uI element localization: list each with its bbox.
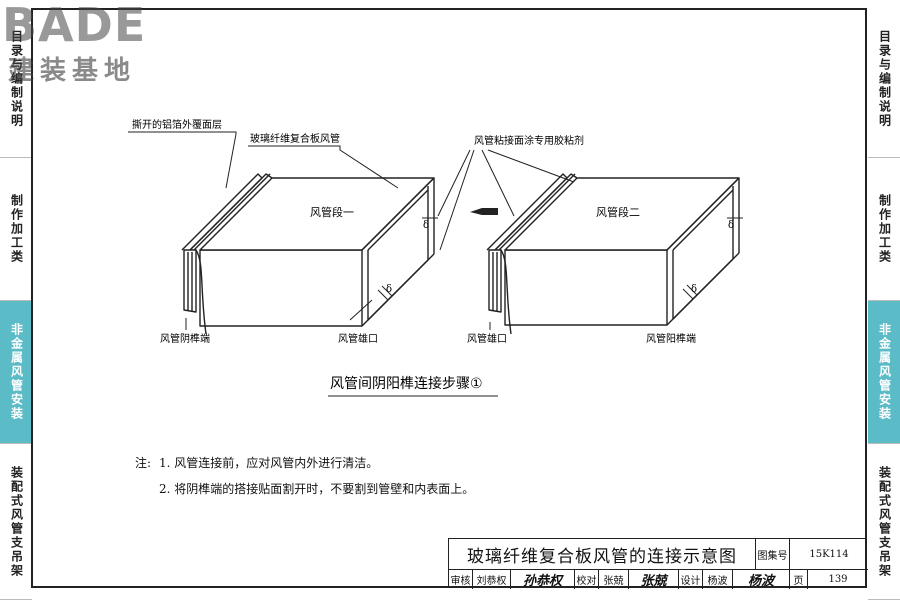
note-item: 1. 风管连接前，应对风管内外进行清洁。	[159, 456, 379, 470]
label-segment-two: 风管段二	[596, 205, 640, 219]
notes-label: 注:	[135, 456, 152, 470]
side-tab-contents[interactable]: 目录与编制说明	[0, 0, 32, 158]
side-tab-label: 目录与编制说明	[9, 29, 24, 128]
side-tab-label: 装配式风管支吊架	[877, 465, 892, 578]
check-label: 校对	[575, 570, 599, 589]
side-tab-nonmetal-duct[interactable]: 非金属风管安装	[0, 301, 32, 444]
side-tab-label: 非金属风管安装	[9, 323, 24, 421]
reviewer-name: 刘恭权	[473, 570, 511, 589]
label-male-port-2: 风管雄口	[467, 332, 507, 345]
side-tab-label: 装配式风管支吊架	[9, 465, 24, 578]
page-label: 页	[790, 570, 808, 589]
logo-brand-text: BADE	[2, 0, 147, 52]
side-tab-label: 制作加工类	[9, 194, 24, 264]
checker-signature: 张兢	[629, 570, 679, 589]
label-adhesive: 风管粘接面涂专用胶粘剂	[474, 134, 584, 147]
side-tab-label: 目录与编制说明	[877, 29, 892, 128]
label-male-port-1: 风管雄口	[338, 332, 378, 345]
label-delta-4: δ	[691, 284, 697, 295]
label-delta-2: δ	[728, 220, 734, 231]
label-segment-one: 风管段一	[310, 205, 354, 219]
side-tab-nonmetal-duct[interactable]: 非金属风管安装	[868, 301, 900, 444]
label-delta-1: δ	[423, 220, 429, 231]
foil-flap	[181, 173, 273, 335]
label-male-end: 风管阳榫端	[646, 332, 696, 345]
side-tab-contents[interactable]: 目录与编制说明	[868, 0, 900, 158]
checker-name: 张兢	[599, 570, 629, 589]
right-side-tabs: 目录与编制说明 制作加工类 非金属风管安装 装配式风管支吊架	[868, 0, 900, 600]
atlas-number: 15K114	[790, 539, 868, 570]
review-label: 审核	[449, 570, 473, 589]
designer-signature: 杨波	[733, 570, 790, 589]
diagram-caption: 风管间阴阳榫连接步骤①	[330, 375, 483, 392]
label-fiberglass-duct: 玻璃纤维复合板风管	[250, 132, 340, 145]
label-female-end: 风管阴榫端	[160, 332, 210, 345]
side-tab-fabrication[interactable]: 制作加工类	[0, 158, 32, 301]
page-number: 139	[828, 574, 848, 585]
drawing-title: 玻璃纤维复合板风管的连接示意图	[449, 539, 756, 570]
drawing-frame	[31, 8, 867, 588]
notes: 注: 1. 风管连接前，应对风管内外进行清洁。 2. 将阴榫端的搭接贴面割开时，不…	[135, 450, 474, 502]
side-tab-fabrication[interactable]: 制作加工类	[868, 158, 900, 301]
label-foil-layer: 撕开的铝箔外覆面层	[132, 118, 222, 131]
design-label: 设计	[679, 570, 703, 589]
duct-segment-two	[486, 173, 740, 335]
label-delta-3: δ	[386, 284, 392, 295]
duct-segment-one	[181, 173, 435, 335]
male-joint	[486, 173, 578, 335]
logo-subtitle: 建装基地	[8, 56, 137, 86]
note-item: 2. 将阴榫端的搭接贴面割开时，不要割到管壁和内表面上。	[159, 482, 475, 496]
reviewer-signature: 孙恭权	[511, 570, 575, 589]
title-block: 玻璃纤维复合板风管的连接示意图 图集号 15K114 审核 刘恭权 孙恭权 校对…	[448, 538, 868, 589]
direction-arrow	[470, 208, 498, 215]
atlas-label: 图集号	[756, 539, 790, 570]
side-tab-label: 非金属风管安装	[877, 323, 892, 421]
designer-name: 杨波	[703, 570, 733, 589]
left-side-tabs: 目录与编制说明 制作加工类 非金属风管安装 装配式风管支吊架	[0, 0, 32, 600]
side-tab-label: 制作加工类	[877, 194, 892, 264]
brand-logo: BADE 建装基地	[2, 2, 146, 87]
